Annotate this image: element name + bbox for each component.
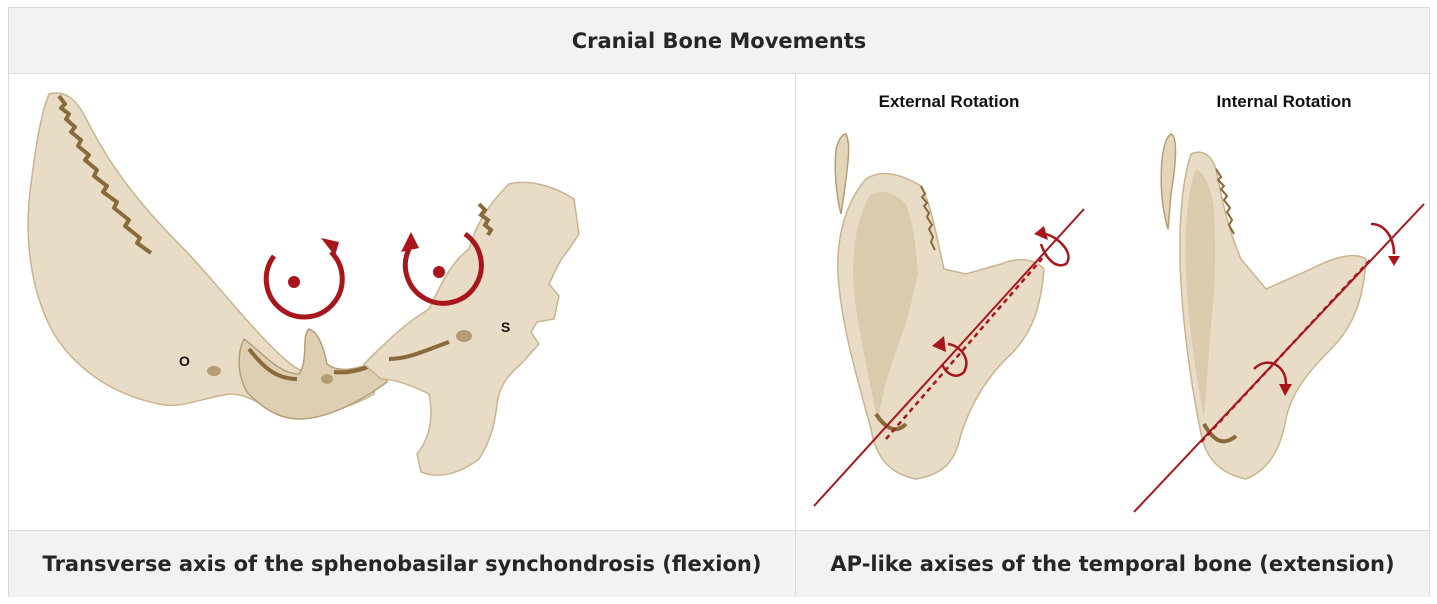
rotation-arrow-icon — [1253, 361, 1292, 396]
page-title: Cranial Bone Movements — [9, 8, 1429, 74]
temporal-bone-internal — [1160, 133, 1367, 480]
axis-line-icon — [1200, 258, 1372, 443]
sphenoid-suture — [388, 202, 494, 361]
condylar-foramen — [321, 374, 333, 384]
temporal-illustration: External Rotation Internal Rotation — [813, 92, 1425, 513]
rotation-arrow-icon — [401, 231, 484, 306]
figure-frame: Cranial Bone Movements — [8, 7, 1430, 597]
temporal-panel: External Rotation Internal Rotation — [796, 74, 1429, 530]
internal-rotation-title: Internal Rotation — [1216, 92, 1351, 111]
occipital-suture — [57, 94, 153, 255]
sphenoid-label: S — [501, 319, 510, 335]
basilar-part — [238, 328, 388, 420]
occipital-foramen — [207, 366, 221, 376]
sphenobasilar-caption: Transverse axis of the sphenobasilar syn… — [9, 531, 796, 597]
rotation-arrow-icon — [263, 238, 345, 320]
occipital-label: O — [179, 353, 190, 369]
sphenobasilar-illustration: O S — [27, 92, 580, 476]
axis-line-icon — [885, 253, 1047, 440]
axis-line-icon — [813, 208, 1085, 507]
sphenoid-bone — [362, 181, 580, 476]
sphenobasilar-panel: O S — [9, 74, 796, 530]
temporal-bone-external — [834, 133, 1045, 480]
external-rotation-title: External Rotation — [879, 92, 1020, 111]
sphenoid-foramen — [456, 330, 472, 342]
temporal-caption: AP-like axises of the temporal bone (ext… — [830, 552, 1395, 576]
rotation-arrow-icon — [1370, 222, 1400, 266]
axis-line-icon — [1133, 203, 1425, 513]
rotation-arrow-icon — [1034, 226, 1070, 267]
caption-row: Transverse axis of the sphenobasilar syn… — [9, 530, 1429, 597]
rotation-arrow-icon — [932, 336, 968, 377]
